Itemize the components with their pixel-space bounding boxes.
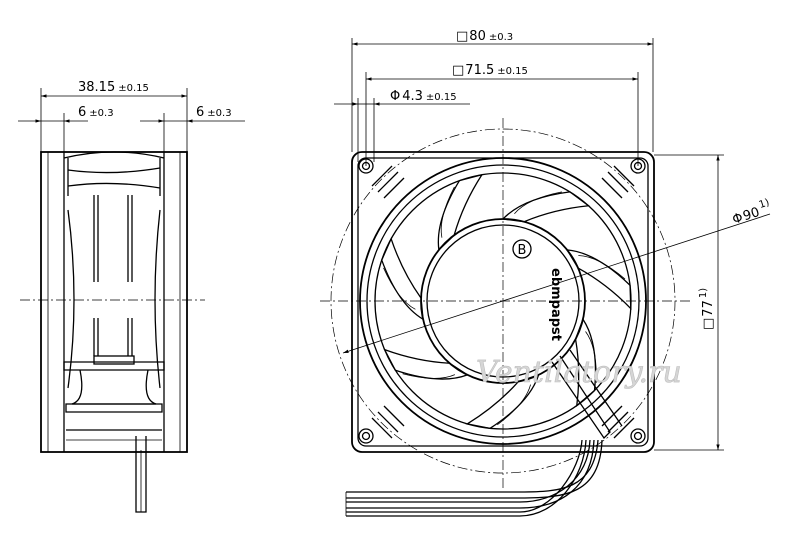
svg-text:38.15±0.15: 38.15±0.15 bbox=[78, 80, 149, 95]
dim-circle-symbol: Φ bbox=[731, 210, 745, 227]
fan-blade-rib bbox=[585, 331, 597, 383]
hub-mark-label: B bbox=[518, 243, 527, 258]
fan-blades bbox=[381, 173, 632, 430]
corner-slots bbox=[371, 165, 635, 439]
dim-inner-square-symbol: □ bbox=[701, 318, 716, 330]
svg-text:Φ4.3±0.15: Φ4.3±0.15 bbox=[390, 89, 457, 104]
fan-blade bbox=[437, 173, 484, 252]
fan-blade-rib bbox=[578, 255, 626, 280]
fan-blade bbox=[381, 236, 424, 321]
side-view: 38.15±0.15 6±0.3 6±0.3 bbox=[18, 80, 245, 513]
dim-hole-dia-symbol: Φ bbox=[390, 89, 400, 104]
dim-side-left-wall-tol: ±0.3 bbox=[89, 108, 113, 119]
fan-blade-rib bbox=[383, 267, 416, 310]
dim-side-width-tol: ±0.15 bbox=[118, 83, 149, 94]
fan-blade bbox=[465, 373, 540, 430]
brand-label: ebmpapst bbox=[548, 268, 563, 341]
dim-hole-spacing-symbol: □ bbox=[452, 63, 464, 78]
dim-hole-dia-tol: ±0.15 bbox=[426, 92, 457, 103]
dim-side-right-wall-tol: ±0.3 bbox=[207, 108, 231, 119]
dim-side-width-value: 38.15 bbox=[78, 80, 115, 95]
fan-blade bbox=[565, 249, 632, 311]
dim-hole-spacing-tol: ±0.15 bbox=[497, 66, 528, 77]
svg-text:6±0.3: 6±0.3 bbox=[196, 105, 232, 120]
dim-side-left-wall-value: 6 bbox=[78, 105, 86, 120]
svg-text:□771): □77 1) bbox=[698, 288, 716, 330]
svg-text:Φ901): Φ901) bbox=[729, 197, 773, 227]
dim-side-right-wall-value: 6 bbox=[196, 105, 204, 120]
dim-inner-square-value: 77 bbox=[701, 300, 716, 317]
fan-blade-rib bbox=[402, 373, 456, 379]
dim-inner-square-note: 1) bbox=[698, 288, 709, 298]
dim-hole-dia-value: 4.3 bbox=[402, 89, 423, 104]
svg-text:□71.5±0.15: □71.5±0.15 bbox=[452, 63, 528, 78]
fan-blade bbox=[574, 317, 597, 408]
fan-blade-rib bbox=[514, 191, 562, 215]
dim-hole-spacing-value: 71.5 bbox=[465, 63, 494, 78]
dim-circle-value: 90 bbox=[741, 205, 761, 224]
fan-blade bbox=[383, 348, 469, 380]
dim-frame-tol: ±0.3 bbox=[489, 32, 513, 43]
watermark: Ventilatory.ru bbox=[476, 355, 682, 390]
fan-blade-rib bbox=[440, 186, 455, 238]
dim-frame-value: 80 bbox=[469, 29, 486, 44]
dim-circle-note: 1) bbox=[758, 197, 771, 211]
svg-text:6±0.3: 6±0.3 bbox=[78, 105, 114, 120]
mounting-holes bbox=[358, 158, 646, 444]
fan-blade-rib bbox=[497, 384, 531, 426]
fan-blade bbox=[501, 191, 591, 223]
svg-text:□80±0.3: □80±0.3 bbox=[456, 29, 513, 44]
dim-frame-symbol: □ bbox=[456, 29, 468, 44]
